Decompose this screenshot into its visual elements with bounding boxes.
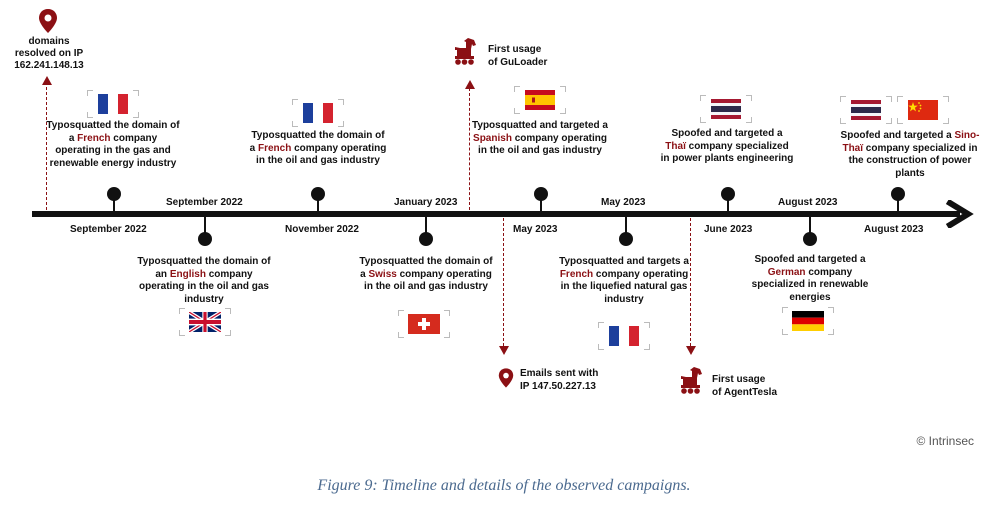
trojan-horse-icon [455, 38, 476, 65]
arrow-up-icon [465, 80, 475, 89]
location-pin-icon [39, 9, 57, 33]
germany-flag-icon [792, 311, 824, 331]
event-stem [897, 196, 899, 212]
flag-frame [514, 86, 566, 114]
arrow-down-icon [686, 346, 696, 355]
dashed-connector [46, 82, 47, 210]
event-marker [311, 187, 325, 201]
flag-frame [700, 95, 752, 123]
flag-frame [598, 322, 650, 350]
copyright-notice: © Intrinsec [916, 434, 974, 448]
france-flag-icon [98, 94, 128, 114]
dashed-connector [690, 218, 691, 346]
arrow-up-icon [42, 76, 52, 85]
trojan-horse-icon [681, 367, 702, 394]
event-stem [113, 196, 115, 212]
flag-frame [897, 96, 949, 124]
event-description: Typosquatted and targeted a Spanish comp… [472, 120, 608, 156]
event-stem [540, 196, 542, 212]
flag-frame [87, 90, 139, 118]
event-stem [625, 216, 627, 234]
thailand-flag-icon [711, 99, 741, 119]
event-stem [317, 196, 319, 212]
arrow-down-icon [499, 346, 509, 355]
event-marker [534, 187, 548, 201]
date-label: September 2022 [70, 224, 147, 235]
event-description: Typosquatted the domain of a French comp… [46, 120, 180, 169]
event-description: Typosquatted the domain of an English co… [137, 256, 271, 305]
dashed-connector [469, 88, 470, 210]
date-label: May 2023 [513, 224, 558, 235]
thailand-flag-icon [851, 100, 881, 120]
axis-arrowhead-icon [945, 200, 974, 228]
flag-frame [292, 99, 344, 127]
flag-frame [782, 307, 834, 335]
event-stem [727, 196, 729, 212]
figure-caption: Figure 9: Timeline and details of the ob… [317, 477, 691, 494]
flag-frame [398, 310, 450, 338]
event-description: Spoofed and targeted a Thaï company spec… [660, 128, 794, 164]
event-stem [204, 216, 206, 234]
event-description: Typosquatted the domain of a Swiss compa… [359, 256, 493, 292]
event-marker [419, 232, 433, 246]
dashed-connector [503, 218, 504, 346]
date-label: November 2022 [285, 224, 359, 235]
event-marker [619, 232, 633, 246]
france-flag-icon [303, 103, 333, 123]
flag-frame [840, 96, 892, 124]
timeline-axis [32, 211, 960, 217]
date-label: August 2023 [864, 224, 924, 235]
united-kingdom-flag-icon [189, 312, 221, 332]
event-description: Typosquatted and targets a French compan… [559, 256, 689, 305]
event-description: Spoofed and targeted a German company sp… [751, 254, 869, 303]
event-description: Typosquatted the domain of a French comp… [249, 130, 387, 166]
domains-resolved-label: domains resolved on IP 162.241.148.13 [14, 36, 84, 71]
location-pin-icon [498, 368, 514, 388]
spain-flag-icon [525, 90, 555, 110]
event-marker [107, 187, 121, 201]
event-marker [803, 232, 817, 246]
flag-frame [179, 308, 231, 336]
date-label: August 2023 [778, 197, 838, 208]
guloader-label: First usage of GuLoader [488, 44, 548, 68]
date-label: September 2022 [166, 197, 243, 208]
agenttesla-label: First usage of AgentTesla [712, 374, 778, 398]
date-label: May 2023 [601, 197, 646, 208]
switzerland-flag-icon [408, 314, 440, 334]
date-label: June 2023 [704, 224, 753, 235]
china-flag-icon [908, 100, 938, 120]
event-marker [721, 187, 735, 201]
event-marker [198, 232, 212, 246]
event-stem [425, 216, 427, 234]
event-stem [809, 216, 811, 234]
emails-sent-label: Emails sent with IP 147.50.227.13 [520, 368, 599, 392]
date-label: January 2023 [394, 197, 458, 208]
event-description: Spoofed and targeted a Sino-Thaï company… [840, 130, 980, 179]
france-flag-icon [609, 326, 639, 346]
event-marker [891, 187, 905, 201]
